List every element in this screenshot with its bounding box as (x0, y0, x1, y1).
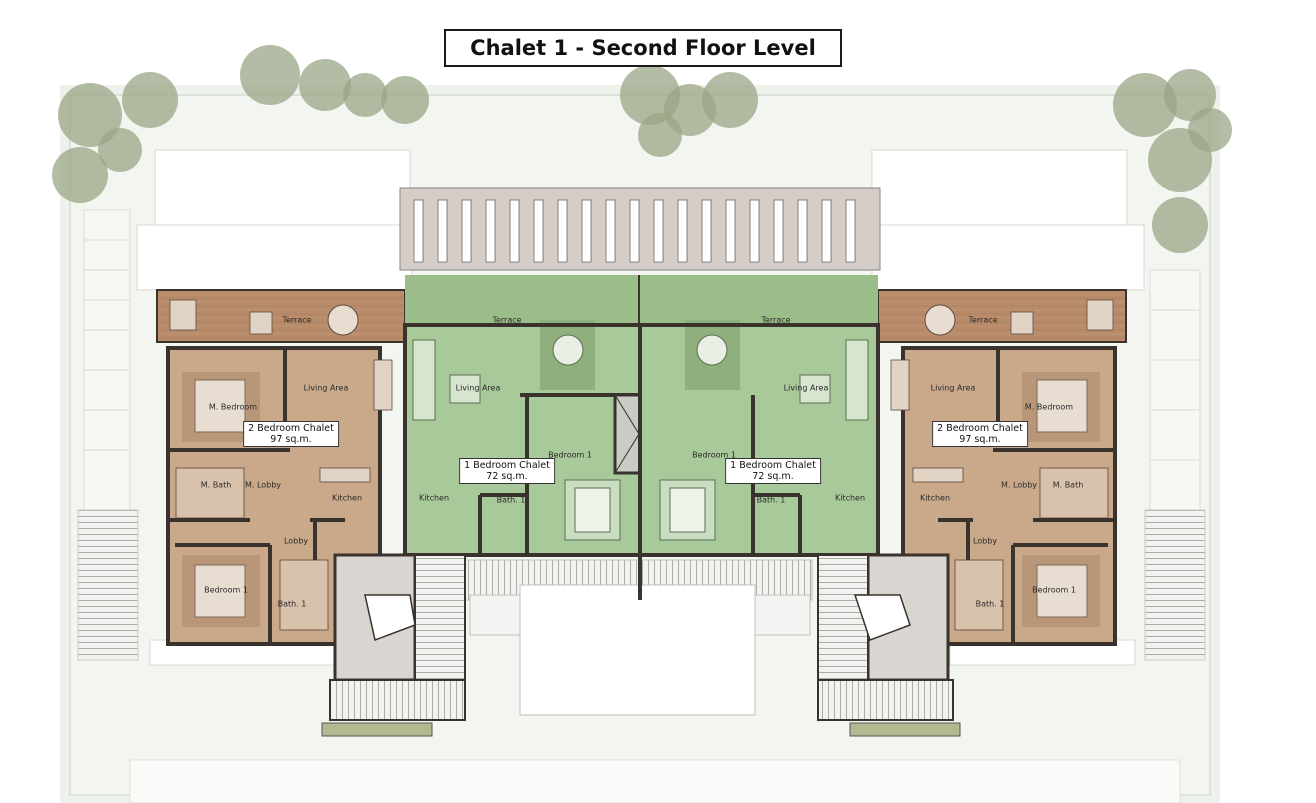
unit-area: 72 sq.m. (486, 471, 528, 482)
unit-area: 97 sq.m. (270, 434, 312, 445)
unit-area: 72 sq.m. (752, 471, 794, 482)
unit-2br-right (877, 289, 1127, 646)
unit-tag-2br-right: 2 Bedroom Chalet 97 sq.m. (932, 421, 1028, 447)
unit-tag-2br-left: 2 Bedroom Chalet 97 sq.m. (243, 421, 339, 447)
unit-name: 2 Bedroom Chalet (248, 423, 334, 434)
stair-core-right (817, 553, 961, 737)
unit-area: 97 sq.m. (959, 434, 1001, 445)
unit-1br-right (638, 275, 880, 557)
lower-stair-block (461, 559, 813, 716)
unit-name: 1 Bedroom Chalet (730, 460, 816, 471)
unit-name: 2 Bedroom Chalet (937, 423, 1023, 434)
unit-name: 1 Bedroom Chalet (464, 460, 550, 471)
unit-1br-left (403, 275, 665, 600)
pergola (399, 187, 881, 271)
page-title: Chalet 1 - Second Floor Level (444, 29, 842, 67)
unit-tag-1br-left: 1 Bedroom Chalet 72 sq.m. (459, 458, 555, 484)
trees (52, 45, 1232, 253)
unit-tag-1br-right: 1 Bedroom Chalet 72 sq.m. (725, 458, 821, 484)
stair-core-left (321, 553, 466, 737)
